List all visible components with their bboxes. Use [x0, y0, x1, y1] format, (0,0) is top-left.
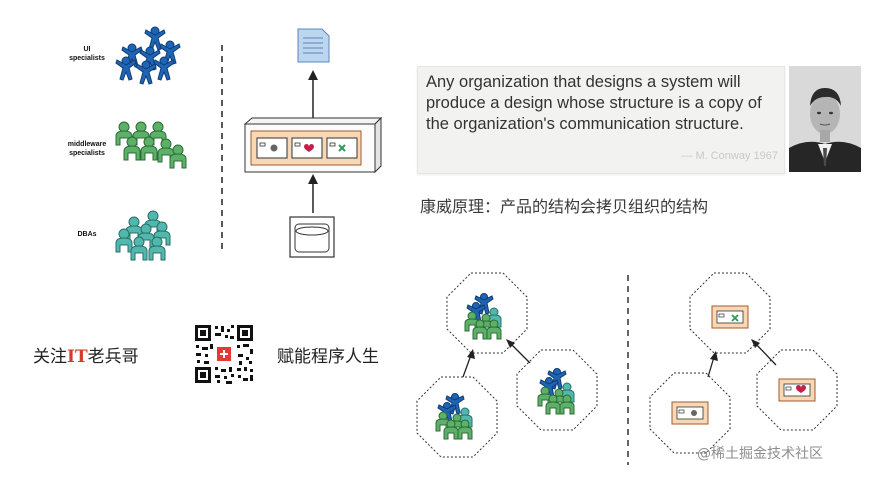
watermark: @稀土掘金技术社区: [697, 446, 823, 462]
team-label-ui: UI specialists: [69, 46, 105, 62]
microservices-diagram: [416, 272, 838, 465]
database-icon: [289, 216, 335, 258]
quote-text: Any organization that designs a system w…: [426, 73, 762, 133]
team-label-dba: DBAs: [77, 231, 97, 238]
middleware-specialists-icon: [115, 121, 187, 169]
qr-code-icon: [193, 323, 255, 385]
dbas-icon: [115, 210, 171, 261]
conway-law-chinese: 康威原理：产品的结构会拷贝组织的结构: [420, 197, 709, 216]
component-service-right: [756, 349, 838, 431]
component-service-top: [689, 272, 771, 354]
conway-portrait: [789, 66, 861, 172]
quote-attribution: — M. Conway 1967: [681, 150, 778, 162]
team-structure-diagram: [115, 26, 383, 261]
team-label-middleware: middleware specialists: [67, 141, 107, 157]
team-service-left: [416, 376, 498, 458]
team-service-top: [446, 272, 528, 354]
slogan-text: 赋能程序人生: [277, 347, 379, 367]
follow-text: 关注IT老兵哥: [33, 347, 139, 367]
document-icon: [297, 28, 330, 63]
conway-quote-box: Any organization that designs a system w…: [417, 66, 785, 174]
ui-specialists-icon: [115, 26, 181, 85]
monolith-box: [243, 116, 383, 174]
component-service-left: [649, 372, 731, 454]
